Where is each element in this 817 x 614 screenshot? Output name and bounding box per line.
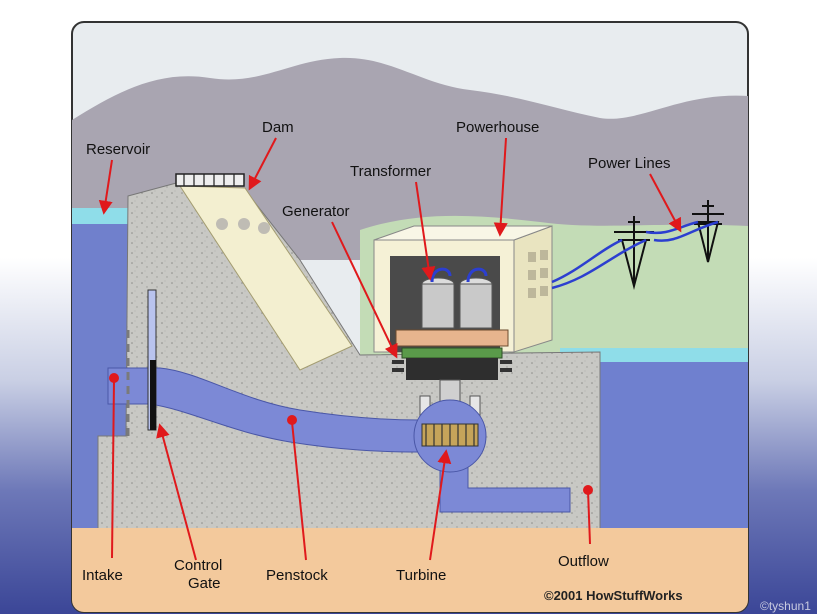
generator-side-fins — [392, 360, 512, 372]
dam-face-hatch — [238, 218, 250, 230]
dam-face — [179, 185, 353, 371]
label-dam: Dam — [262, 119, 294, 136]
callout-generator — [331, 221, 398, 359]
callout-dot-outflow — [583, 485, 593, 495]
river-surface — [560, 348, 748, 362]
dam-face-hatch — [258, 222, 270, 234]
transformer-coil — [421, 283, 455, 329]
callout-reservoir — [98, 159, 113, 215]
callout-dot-intake — [109, 373, 119, 383]
power-tower — [692, 200, 724, 263]
callout-penstock — [291, 421, 307, 561]
callout-powerhouse — [493, 137, 508, 237]
dam-face-hatch — [216, 218, 228, 230]
label-reservoir: Reservoir — [86, 141, 150, 158]
generator-ring — [401, 347, 503, 359]
callout-power-lines — [649, 173, 682, 233]
callout-control-gate — [156, 423, 197, 561]
generator-base — [395, 329, 509, 347]
label-power-lines: Power Lines — [588, 155, 671, 172]
label-generator: Generator — [282, 203, 350, 220]
label-penstock: Penstock — [266, 567, 328, 584]
railing-bars — [183, 174, 235, 186]
callout-outflow — [587, 489, 591, 545]
label-outflow: Outflow — [558, 553, 609, 570]
power-lines-wires — [551, 220, 719, 290]
label-control-gate-2: Gate — [188, 575, 221, 592]
label-control-gate-1: Control — [174, 557, 222, 574]
turbine-blades — [425, 424, 475, 446]
ground — [72, 528, 748, 612]
callout-turbine — [429, 449, 452, 561]
callout-dam — [248, 137, 277, 191]
transformer-coil — [459, 283, 493, 329]
label-transformer: Transformer — [350, 163, 431, 180]
copyright-notice: ©2001 HowStuffWorks — [544, 588, 683, 603]
label-intake: Intake — [82, 567, 123, 584]
callout-transformer — [415, 181, 436, 281]
label-powerhouse: Powerhouse — [456, 119, 539, 136]
powerhouse-windows — [528, 250, 548, 298]
callout-intake — [111, 379, 115, 559]
callout-dot-penstock — [287, 415, 297, 425]
control-gate-plate — [150, 360, 156, 430]
label-turbine: Turbine — [396, 567, 446, 584]
dam-top-railing — [175, 173, 245, 187]
watermark: ©tyshun1 — [760, 599, 811, 613]
generator-body — [406, 358, 498, 380]
